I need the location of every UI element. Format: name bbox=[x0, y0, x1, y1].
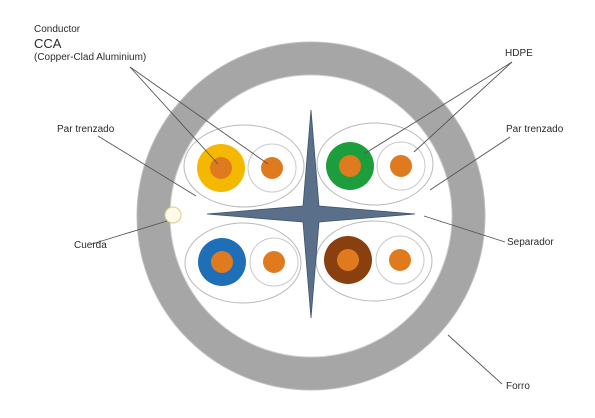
leader-par-trenzado-right bbox=[429, 136, 511, 191]
label-hdpe: HDPE bbox=[505, 48, 533, 59]
conductor-white-green bbox=[390, 155, 412, 177]
rip-cord-cuerda bbox=[164, 206, 182, 224]
leader-lines bbox=[91, 61, 513, 385]
label-par-trenzado-left: Par trenzado bbox=[57, 124, 115, 135]
label-par-trenzado-right: Par trenzado bbox=[506, 124, 564, 135]
pair-outline-blue bbox=[184, 222, 302, 304]
conductor-brown bbox=[337, 249, 359, 271]
leader-conductor-white bbox=[129, 66, 269, 165]
conductor-white-yellow bbox=[261, 157, 283, 179]
label-cca-full: (Copper-Clad Aluminium) bbox=[34, 52, 147, 63]
leader-forro bbox=[447, 334, 503, 385]
conductor-green bbox=[339, 155, 361, 177]
leader-cuerda bbox=[91, 220, 168, 245]
conductor-white-brown bbox=[389, 249, 411, 271]
label-separador: Separador bbox=[507, 237, 554, 248]
label-conductor: Conductor bbox=[34, 24, 81, 35]
pair-outline-green bbox=[316, 122, 434, 206]
leader-par-trenzado-left bbox=[97, 135, 197, 197]
leader-hdpe-white bbox=[413, 61, 513, 153]
leader-conductor-yellow bbox=[129, 66, 219, 165]
label-cuerda: Cuerda bbox=[74, 240, 107, 251]
label-forro: Forro bbox=[506, 381, 530, 392]
conductor-blue bbox=[211, 251, 233, 273]
leader-separador bbox=[423, 215, 506, 243]
conductor-white-blue bbox=[263, 251, 285, 273]
separator-cross bbox=[206, 109, 416, 319]
leader-hdpe-green bbox=[363, 61, 513, 155]
pair-outline-yellow bbox=[183, 124, 305, 208]
label-cca: CCA bbox=[34, 36, 62, 51]
conductor-yellow bbox=[210, 157, 232, 179]
